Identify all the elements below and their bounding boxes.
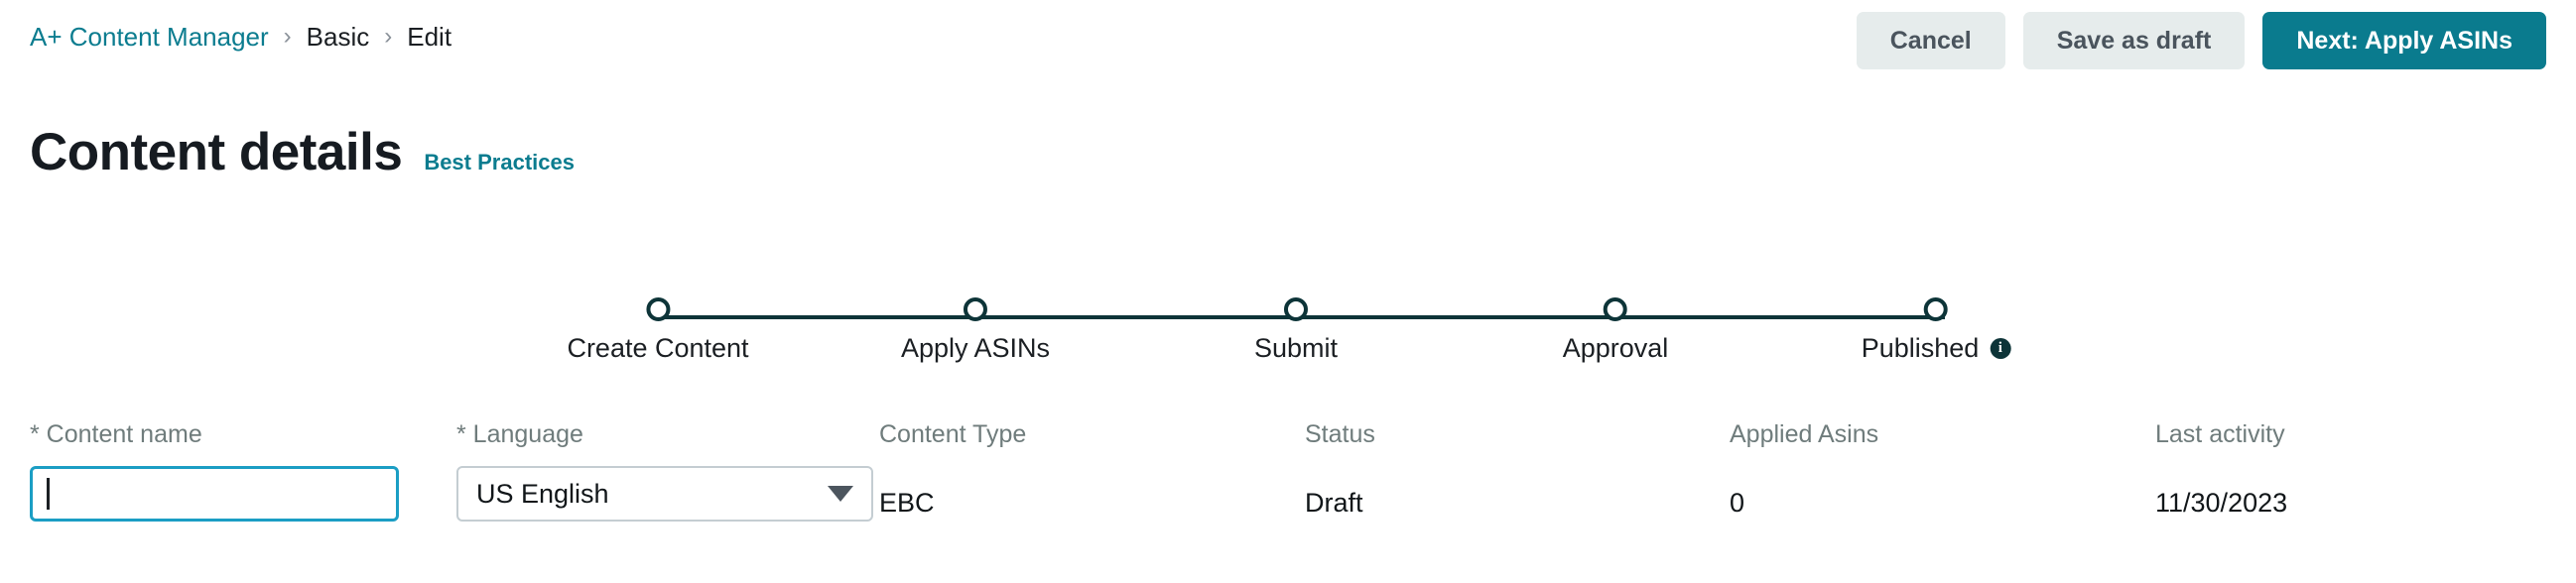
stepper-step-label: Apply ASINs	[900, 333, 1051, 363]
stepper-step-label-row: Submit	[1254, 333, 1338, 363]
step-dot-icon	[1283, 297, 1308, 321]
stepper-step-label: Approval	[1562, 333, 1669, 363]
best-practices-link[interactable]: Best Practices	[424, 150, 575, 175]
step-dot-icon	[645, 297, 670, 321]
stepper-step-approval[interactable]: Approval	[1563, 297, 1669, 363]
stepper-step-published[interactable]: Published i	[1862, 297, 2011, 363]
step-dot-icon	[1924, 297, 1948, 321]
stepper-step-label-row: Create Content	[567, 333, 748, 363]
field-content-name: * Content name	[30, 420, 399, 522]
language-select-value: US English	[476, 479, 609, 509]
page-title: Content details	[30, 123, 403, 181]
chevron-down-icon	[828, 486, 853, 502]
field-last-activity: Last activity 11/30/2023	[2155, 420, 2287, 518]
breadcrumb-item-basic[interactable]: Basic	[306, 22, 370, 52]
field-label-language: * Language	[456, 420, 583, 448]
step-dot-icon	[1603, 297, 1627, 321]
page-header: Content details Best Practices	[30, 125, 575, 180]
field-value-last-activity: 11/30/2023	[2155, 488, 2288, 518]
stepper-step-apply-asins[interactable]: Apply ASINs	[901, 297, 1050, 363]
step-dot-icon	[963, 297, 987, 321]
breadcrumb: A+ Content Manager › Basic › Edit	[30, 22, 451, 52]
field-applied-asins: Applied Asins 0	[1730, 420, 1878, 518]
top-bar: A+ Content Manager › Basic › Edit Cancel…	[0, 0, 2576, 79]
stepper-step-label-row: Published i	[1862, 333, 2011, 363]
save-as-draft-button[interactable]: Save as draft	[2022, 12, 2246, 69]
field-label-content-name: * Content name	[30, 420, 202, 448]
stepper-step-create-content[interactable]: Create Content	[567, 297, 749, 363]
info-icon[interactable]: i	[1990, 337, 2011, 359]
stepper-step-label-row: Apply ASINs	[901, 333, 1050, 363]
language-select[interactable]: US English	[456, 466, 873, 522]
breadcrumb-item-a-plus-content-manager[interactable]: A+ Content Manager	[30, 22, 269, 52]
field-label-content-type: Content Type	[879, 420, 1027, 448]
content-name-input[interactable]	[30, 466, 399, 522]
field-label-last-activity: Last activity	[2155, 420, 2285, 448]
stepper-step-submit[interactable]: Submit	[1254, 297, 1338, 363]
field-value-content-type: EBC	[879, 488, 935, 518]
content-details-form: * Content name * Language US English Con…	[0, 420, 2576, 539]
breadcrumb-separator-icon: ›	[283, 23, 292, 50]
field-label-status: Status	[1305, 420, 1375, 448]
status-badge: Draft	[1305, 488, 1363, 518]
field-status: Status Draft	[1305, 420, 1375, 518]
cancel-button[interactable]: Cancel	[1856, 12, 2005, 69]
stepper-step-label: Create Content	[567, 333, 749, 363]
toolbar-actions: Cancel Save as draft Next: Apply ASINs	[1856, 12, 2546, 69]
text-caret	[47, 478, 50, 510]
stepper-step-label: Published	[1861, 333, 1980, 363]
breadcrumb-separator-icon: ›	[384, 23, 393, 50]
next-apply-asins-button[interactable]: Next: Apply ASINs	[2262, 12, 2546, 69]
progress-stepper: Create Content Apply ASINs Submit Approv…	[0, 297, 2576, 387]
field-label-applied-asins: Applied Asins	[1730, 420, 1879, 448]
stepper-step-label: Submit	[1253, 333, 1339, 363]
field-value-applied-asins: 0	[1730, 488, 1745, 518]
field-language: * Language US English	[456, 420, 873, 522]
field-content-type: Content Type EBC	[879, 420, 1026, 518]
stepper-step-label-row: Approval	[1563, 333, 1669, 363]
breadcrumb-item-edit: Edit	[407, 22, 452, 52]
